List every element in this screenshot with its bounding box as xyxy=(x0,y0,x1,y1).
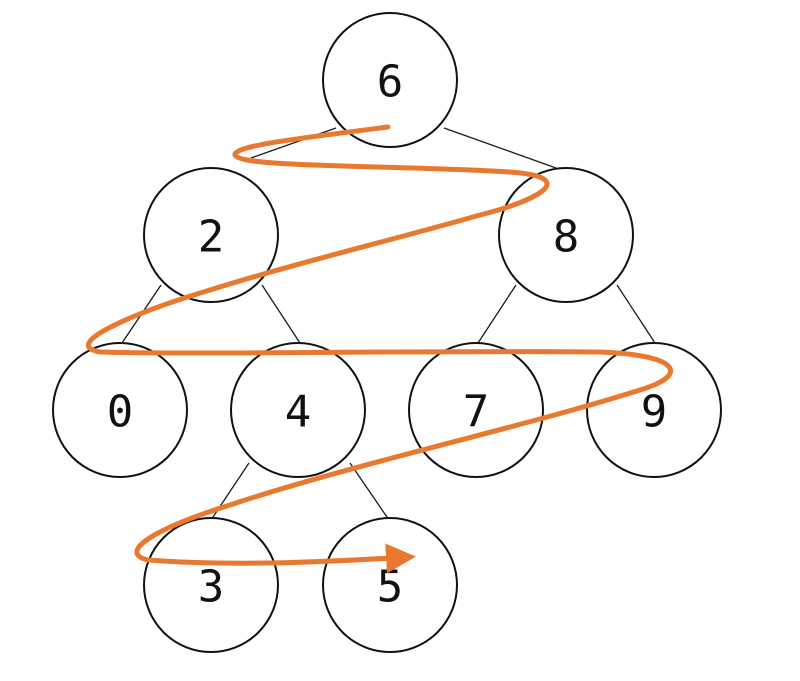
level-order-traversal-path xyxy=(85,124,673,574)
node-label-2: 2 xyxy=(198,212,225,263)
node-label-7: 7 xyxy=(463,387,490,438)
node-label-9: 9 xyxy=(641,387,668,438)
tree-node-5: 5 xyxy=(322,517,458,653)
tree-node-3: 3 xyxy=(143,517,279,653)
tree-node-9: 9 xyxy=(586,342,722,478)
node-label-5: 5 xyxy=(377,562,404,613)
node-label-6: 6 xyxy=(377,57,404,108)
tree-node-2: 2 xyxy=(143,167,279,303)
edge-4-5 xyxy=(349,462,390,521)
tree-edges xyxy=(121,127,656,521)
edge-8-7 xyxy=(477,284,517,344)
tree-node-7: 7 xyxy=(408,342,544,478)
node-label-0: 0 xyxy=(107,387,134,438)
edge-8-9 xyxy=(616,284,656,344)
edge-6-8 xyxy=(443,127,557,169)
tree-node-8: 8 xyxy=(498,167,634,303)
tree-node-6: 6 xyxy=(322,12,458,148)
node-label-8: 8 xyxy=(553,212,580,263)
tree-node-4: 4 xyxy=(230,342,366,478)
tree-node-0: 0 xyxy=(52,342,188,478)
edge-2-4 xyxy=(261,284,301,344)
tree-nodes: 6 2 8 0 4 7 9 3 xyxy=(52,12,722,653)
node-label-4: 4 xyxy=(285,387,312,438)
node-label-3: 3 xyxy=(198,562,225,613)
